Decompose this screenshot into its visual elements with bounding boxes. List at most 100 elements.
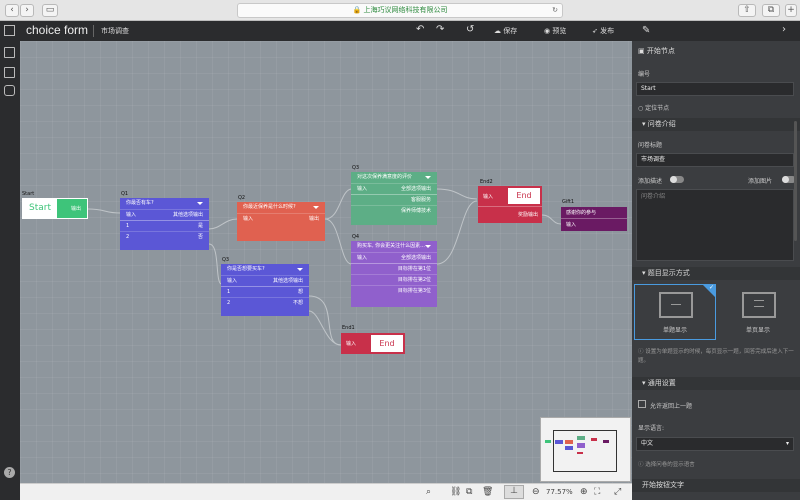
chevron-down-icon: ▾ — [642, 269, 646, 277]
general-section[interactable]: ▾ 通用设置 — [632, 377, 800, 390]
q5-title: 你是否想要买车? — [221, 264, 309, 275]
display-tip-text: 设置为单题显示的时候，每页显示一题，回答完成后进入下一题。 — [638, 349, 794, 364]
intro-textarea[interactable]: 问卷介绍 — [636, 189, 794, 261]
start-output: 输出 — [71, 206, 82, 212]
dropdown-icon[interactable] — [297, 268, 303, 271]
dropdown-icon[interactable] — [313, 206, 319, 209]
gift-input: 输入 — [566, 222, 577, 228]
lang-tip-text: 选择问卷的显示语言 — [645, 462, 695, 468]
gift-node[interactable]: 感谢你的参与 输入 — [561, 207, 627, 231]
single-question-icon — [659, 292, 693, 318]
layout-icon[interactable] — [4, 25, 15, 36]
url-bar[interactable]: 🔒 上海巧议网络科技有限公司↻ — [237, 3, 563, 18]
single-page-card[interactable]: 单页显示 — [717, 284, 799, 340]
q3-option-1: 客服服务 — [351, 194, 437, 205]
display-section-label: 题目显示方式 — [647, 269, 690, 277]
title-input[interactable]: 市场调查 — [636, 153, 794, 167]
q2-node[interactable]: 你最近保养是什么时候? 输入输出 — [237, 202, 325, 241]
trash-icon[interactable]: 🗑 — [482, 487, 494, 497]
locate-label: 定位节点 — [645, 105, 670, 112]
chevron-right-icon[interactable]: › — [782, 24, 786, 35]
add-tab-icon[interactable]: + — [785, 4, 797, 17]
back-icon[interactable]: ‹ — [5, 4, 19, 17]
add-desc-toggle[interactable] — [670, 176, 684, 183]
gift-tag: Gift1 — [562, 199, 575, 205]
q3-node[interactable]: 对这次保养满意度的评价 输入全部选项输出 客服服务 保养师傅技术 — [351, 172, 437, 225]
preview-label: 预览 — [552, 27, 567, 35]
end1-label: End — [371, 335, 403, 352]
dropdown-icon[interactable] — [425, 245, 431, 248]
tabs-icon[interactable]: ⧉ — [762, 4, 780, 17]
brush-icon[interactable]: ✎ — [642, 25, 651, 36]
lang-select[interactable]: 中文▾ — [636, 437, 794, 451]
allow-back-checkbox[interactable] — [638, 400, 646, 408]
history-icon[interactable]: ↺ — [466, 24, 475, 35]
start-node-heading: ▣ 开始节点 — [638, 46, 675, 56]
link-icon[interactable]: ⛓ — [450, 487, 462, 497]
check-icon: ✓ — [708, 284, 714, 291]
id-label: 编号 — [638, 71, 651, 78]
forward-icon[interactable]: › — [20, 4, 34, 17]
q4-io: 输入全部选项输出 — [351, 252, 437, 263]
q4-option-3: 目标排在第3位 — [351, 285, 437, 296]
browser-toolbar: ‹ › ▭ 🔒 上海巧议网络科技有限公司↻ ⇧ ⧉ + — [0, 0, 800, 21]
copy-icon[interactable]: ⧉ — [466, 487, 473, 497]
single-question-label: 单题显示 — [662, 327, 687, 334]
search-icon[interactable]: ⌕ — [426, 487, 432, 497]
zoom-in-icon[interactable]: ⊕ — [580, 487, 588, 497]
intro-section[interactable]: ▾ 问卷介绍 — [632, 118, 800, 131]
q4-tag: Q4 — [352, 234, 360, 240]
gift-title: 感谢你的参与 — [566, 210, 597, 216]
publish-button[interactable]: ➶ 发布 — [592, 26, 614, 36]
single-question-card[interactable]: 单题显示 ✓ — [634, 284, 716, 340]
expand-icon[interactable]: ⤢ — [614, 487, 622, 497]
eye-icon: ◉ — [544, 27, 551, 35]
q2-tag: Q2 — [238, 195, 246, 201]
redo-icon[interactable]: ↷ — [436, 24, 445, 35]
q4-node[interactable]: 购买车, 你会更关注什么因素... 输入全部选项输出 目标排在第1位 目标排在第… — [351, 241, 437, 307]
undo-icon[interactable]: ↶ — [416, 24, 425, 35]
reload-icon[interactable]: ↻ — [552, 6, 558, 14]
dropdown-icon[interactable] — [197, 202, 203, 205]
start-button-section[interactable]: 开始按钮文字 — [632, 479, 800, 492]
display-tip: ⓘ 设置为单题显示的时候，每页显示一题，回答完成后进入下一题。 — [638, 348, 794, 366]
end2-tag: End2 — [480, 179, 493, 185]
fit-icon[interactable]: ⛶ — [594, 487, 601, 497]
id-input[interactable]: Start — [636, 82, 794, 96]
align-icon[interactable]: ⊥ — [504, 485, 524, 499]
end1-node[interactable]: 输入 End — [341, 333, 405, 354]
image-icon: ▣ — [638, 47, 645, 55]
dropdown-icon[interactable] — [425, 176, 431, 179]
locate-node-button[interactable]: ○ 定位节点 — [638, 103, 669, 112]
app-header: choice form 市场调查 ↶ ↷ ↺ ☁ 保存 ◉ 预览 ➶ 发布 — [0, 21, 800, 41]
start-node[interactable]: Start 输出 — [22, 198, 88, 219]
help-icon[interactable]: ? — [4, 467, 15, 478]
zoom-out-icon[interactable]: ⊖ — [532, 487, 540, 497]
q5-tag: Q3 — [222, 257, 230, 263]
copy-icon[interactable] — [4, 67, 15, 78]
minimap[interactable] — [540, 417, 631, 482]
shirt-icon[interactable] — [4, 85, 15, 96]
sidebar-icon[interactable]: ▭ — [42, 4, 58, 17]
save-button[interactable]: ☁ 保存 — [494, 26, 517, 36]
display-section[interactable]: ▾ 题目显示方式 — [632, 267, 800, 280]
scrollbar[interactable] — [794, 121, 797, 241]
share-icon[interactable]: ⇧ — [738, 4, 756, 17]
grid-icon[interactable] — [4, 47, 15, 58]
start-button-section-label: 开始按钮文字 — [642, 481, 684, 489]
end1-tag: End1 — [342, 325, 355, 331]
end2-node[interactable]: End 输入 奖励输出 — [478, 186, 542, 223]
add-image-toggle[interactable] — [782, 176, 796, 183]
lang-value: 中文 — [641, 440, 654, 447]
preview-button[interactable]: ◉ 预览 — [544, 26, 566, 36]
rocket-icon: ➶ — [592, 27, 598, 35]
start-label: Start — [23, 199, 57, 218]
canvas-toolbar: ⌕ ⛓ ⧉ 🗑 ⊥ ⊖ 77.57% ⊕ ⛶ ⤢ — [20, 483, 632, 500]
q1-title: 你最否有车? — [120, 198, 209, 209]
info-icon: ⓘ — [638, 349, 644, 355]
